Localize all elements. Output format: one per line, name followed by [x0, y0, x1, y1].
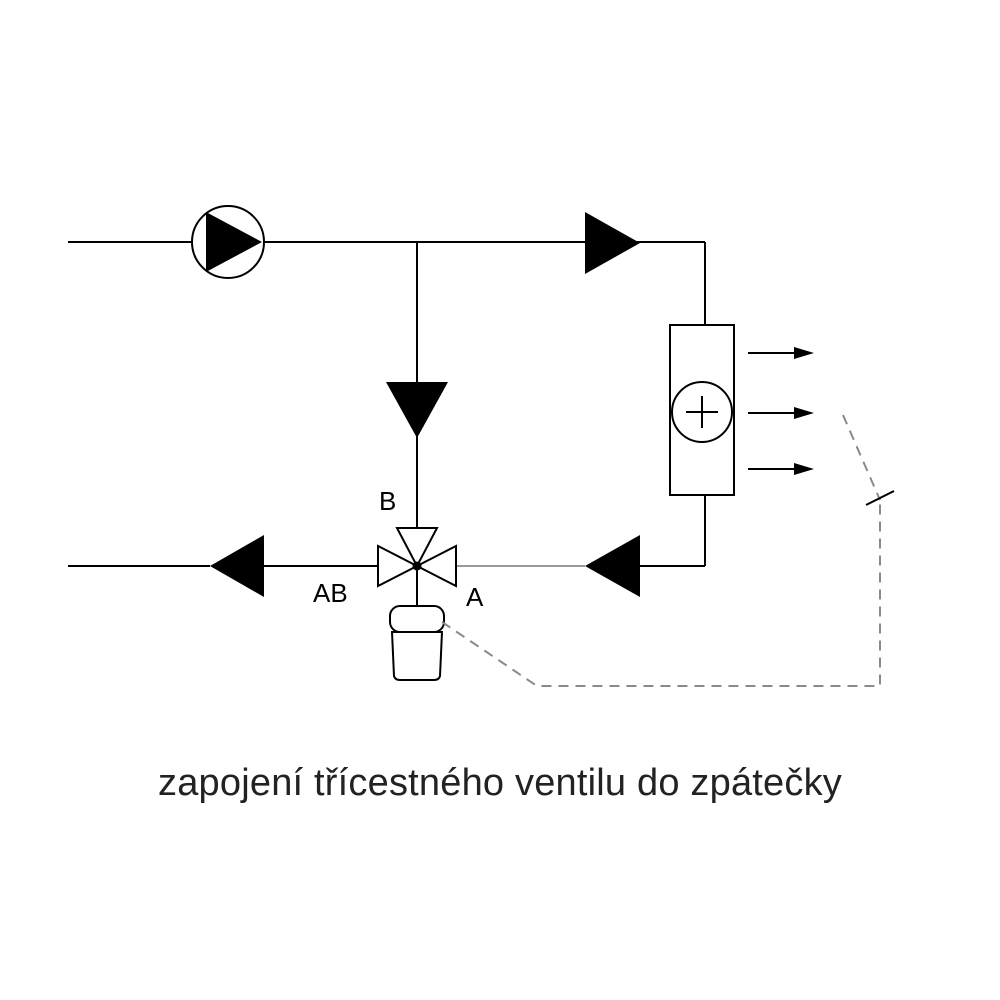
heat-output-arrows-icon	[748, 347, 814, 475]
diagram-caption: zapojení třícestného ventilu do zpátečky	[158, 762, 842, 804]
flow-arrow-bypass-icon	[386, 382, 448, 438]
port-b-label: B	[379, 486, 396, 516]
port-a-label: A	[466, 582, 484, 612]
pump-icon	[191, 205, 265, 279]
heat-exchanger-icon	[669, 324, 735, 496]
three-way-valve-icon	[377, 527, 457, 610]
thermostat-sensor-icon	[842, 414, 895, 506]
port-ab-label: AB	[313, 578, 348, 608]
flow-arrow-return-out-icon	[210, 535, 264, 597]
flow-arrow-return-icon	[585, 535, 640, 597]
flow-arrow-supply-icon	[585, 212, 640, 274]
valve-actuator-icon	[389, 605, 445, 681]
control-signal-line	[441, 500, 881, 687]
return-line-a	[456, 495, 706, 567]
